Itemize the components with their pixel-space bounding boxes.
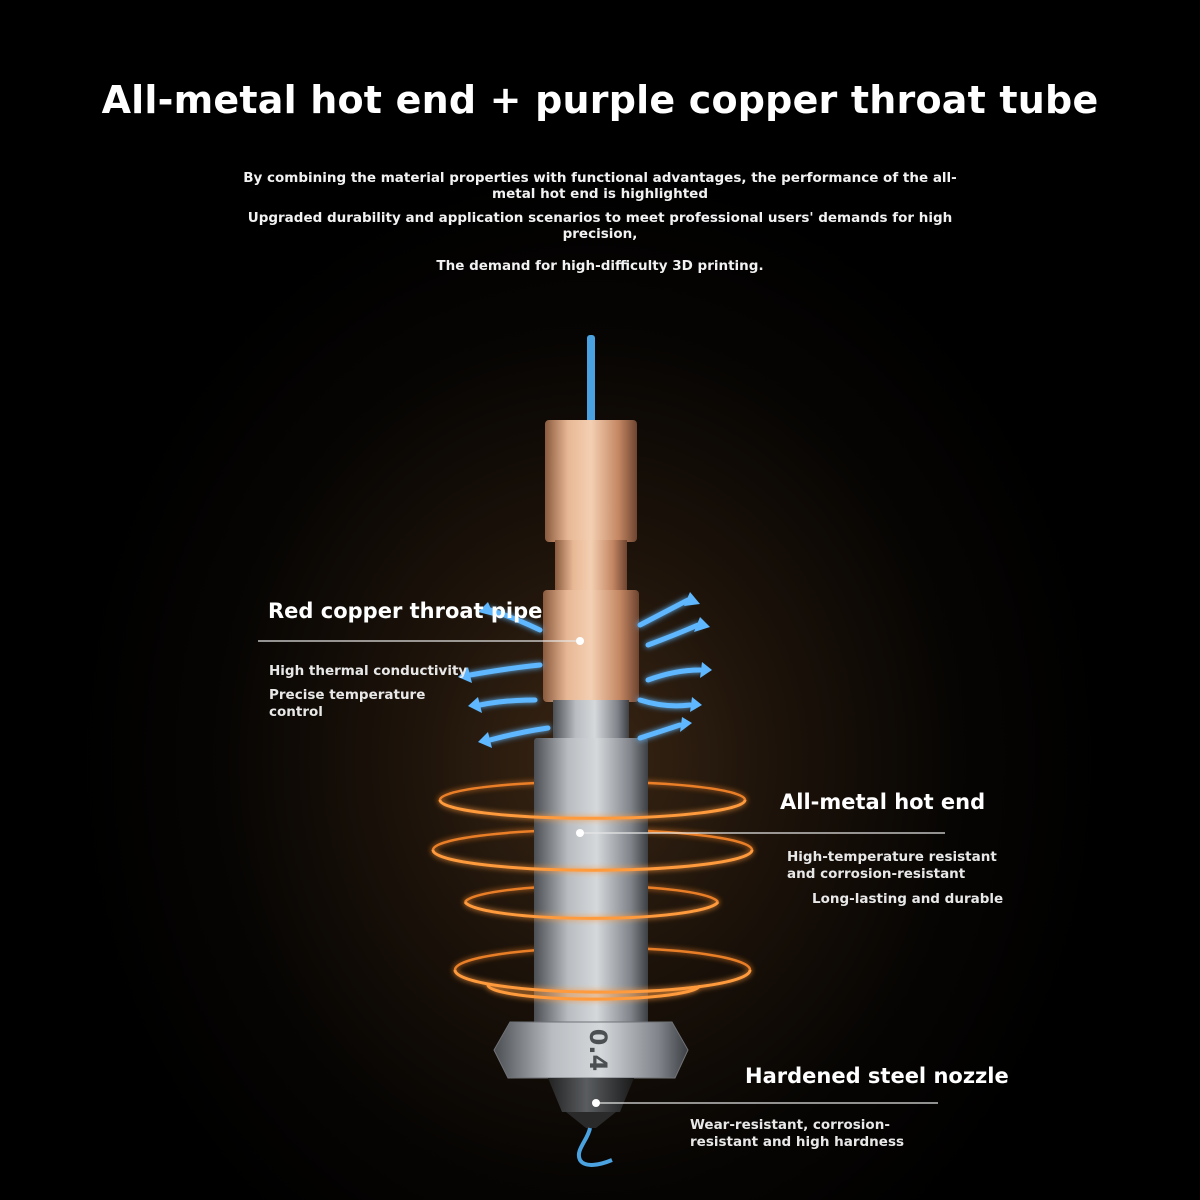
- callout-dots: [576, 637, 600, 1107]
- hotend-feature-2: Long-lasting and durable: [812, 891, 1004, 907]
- airflow-arrows: [467, 597, 703, 743]
- nozzle-hex: [493, 1021, 689, 1079]
- nozzle-orifice: [566, 1112, 616, 1128]
- copper-neck: [555, 540, 627, 592]
- copper-throat-body: [543, 590, 639, 702]
- hotend-heading: All-metal hot end: [780, 790, 986, 814]
- heat-rings-front: [431, 799, 754, 1001]
- throat-steel-joint: [553, 700, 629, 740]
- intro-line-1: By combining the material properties wit…: [243, 170, 957, 202]
- page-title: All-metal hot end + purple copper throat…: [101, 78, 1099, 122]
- copper-cap: [545, 420, 637, 542]
- filament-top: [587, 335, 595, 425]
- nozzle-feature-1: Wear-resistant, corrosion-resistant and …: [690, 1117, 905, 1150]
- filament-output: [576, 1127, 613, 1167]
- steel-hotend-body: [534, 738, 648, 1028]
- nozzle-size-mark: 0.4: [584, 1029, 612, 1072]
- nozzle-heading: Hardened steel nozzle: [745, 1064, 1009, 1088]
- airflow-arrowheads: [458, 592, 712, 748]
- nozzle-tip: [548, 1078, 634, 1112]
- copper-feature-1: High thermal conductivity: [269, 663, 468, 679]
- hotend-feature-1: High-temperature resistant and corrosion…: [787, 849, 997, 882]
- copper-feature-2: Precise temperature control: [269, 687, 426, 720]
- intro-line-2: Upgraded durability and application scen…: [247, 210, 953, 242]
- intro-line-3: The demand for high-difficulty 3D printi…: [436, 258, 764, 274]
- callout-leaders: [258, 640, 945, 1104]
- copper-throat-heading: Red copper throat pipe: [268, 599, 543, 623]
